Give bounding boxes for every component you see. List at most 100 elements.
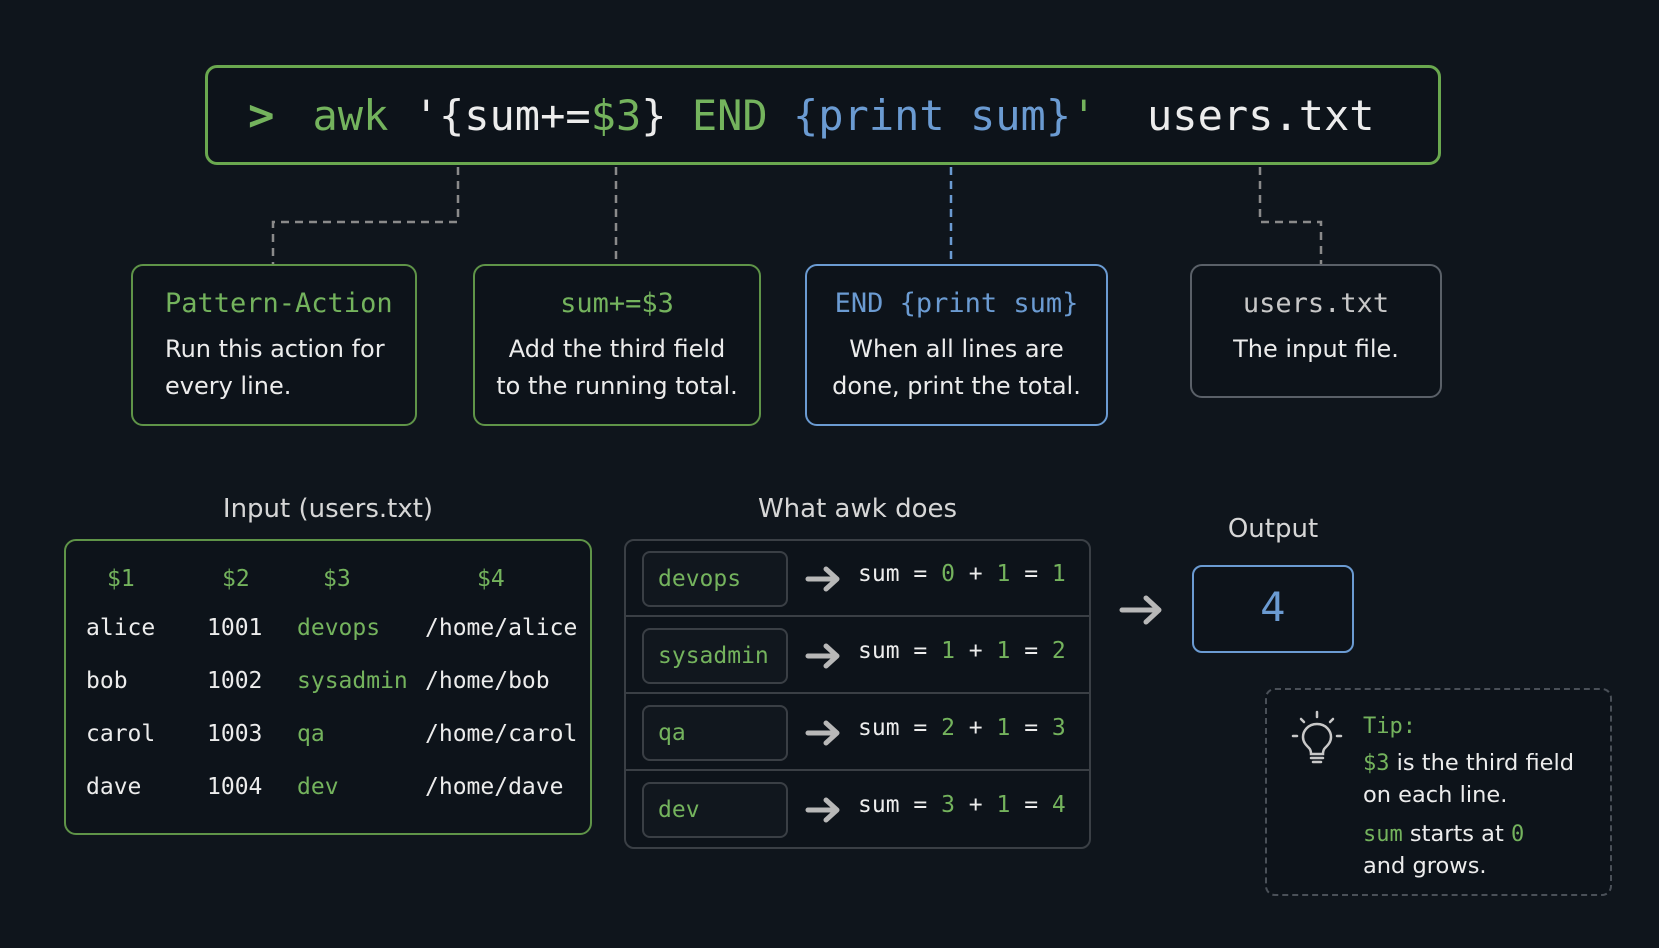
table-cell: 1003: [207, 721, 263, 747]
awk-steps-panel: devops sum = 0 + 1 = 1 sysadmin sum = 1 …: [624, 539, 1091, 849]
field-chip: devops: [642, 551, 788, 607]
tip-box: Tip: $3 is the third field on each line.…: [1265, 688, 1612, 896]
column-header: $2: [222, 566, 250, 592]
table-cell: /home/bob: [425, 668, 550, 694]
expr-operand: 1: [996, 638, 1011, 664]
column-header: $1: [107, 566, 135, 592]
sum-expression: sum = 3 + 1 = 4: [858, 792, 1066, 818]
expr-op: +: [954, 715, 997, 741]
process-section-title: What awk does: [757, 494, 958, 524]
expr-eq: =: [1010, 561, 1052, 587]
field-chip: qa: [642, 705, 788, 761]
annotation-desc: Run this action for every line.: [133, 331, 415, 405]
annotation-pattern-action: Pattern-Action Run this action for every…: [131, 264, 417, 426]
expr-result: 3: [1051, 715, 1066, 741]
sum-expression: sum = 1 + 1 = 2: [858, 638, 1066, 664]
sum-expression: sum = 2 + 1 = 3: [858, 715, 1066, 741]
expr-eq: =: [1010, 638, 1052, 664]
expr-prefix: sum =: [858, 715, 942, 741]
table-cell: alice: [86, 615, 156, 641]
annotation-desc: Add the third field to the running total…: [475, 331, 759, 405]
cmd-part-quote: ': [1071, 90, 1097, 140]
annotation-desc-line: done, print the total.: [832, 372, 1081, 400]
tip-text: and grows.: [1363, 853, 1487, 879]
annotation-title: users.txt: [1242, 288, 1390, 319]
cmd-part-close: }: [641, 90, 692, 140]
expr-result: 2: [1051, 638, 1066, 664]
output-section-title: Output: [1227, 514, 1319, 544]
annotation-title: Pattern-Action: [165, 288, 393, 319]
cmd-part-end: END: [691, 90, 793, 140]
input-table: $1 $2 $3 $4 alice 1001 devops /home/alic…: [64, 539, 592, 835]
table-cell: qa: [297, 721, 325, 747]
arrow-right-icon: [805, 566, 840, 592]
step-row: devops sum = 0 + 1 = 1: [626, 541, 1089, 617]
annotation-end: END {print sum} When all lines are done,…: [805, 264, 1108, 426]
cmd-part-open: '{sum+=: [413, 90, 591, 140]
cmd-part-print: {print sum}: [792, 90, 1072, 140]
field-chip: sysadmin: [642, 628, 788, 684]
table-cell: bob: [86, 668, 128, 694]
annotation-desc: The input file.: [1192, 331, 1440, 368]
annotation-desc-line: When all lines are: [849, 335, 1064, 363]
arrow-right-icon: [805, 643, 840, 669]
prompt-icon: >: [248, 89, 275, 141]
table-cell: 1004: [207, 774, 263, 800]
table-cell: dave: [86, 774, 142, 800]
expr-prefix: sum =: [858, 792, 942, 818]
tip-text: on each line.: [1363, 782, 1508, 808]
cmd-part-file: users.txt: [1096, 90, 1375, 140]
expr-prefix: sum =: [858, 561, 942, 587]
table-cell: devops: [297, 615, 381, 641]
annotation-title: sum+=$3: [560, 288, 674, 319]
expr-eq: =: [1010, 715, 1052, 741]
annotation-desc-line: every line.: [165, 372, 292, 400]
expr-op: +: [954, 792, 997, 818]
table-cell: 1001: [207, 615, 263, 641]
table-cell: /home/dave: [425, 774, 564, 800]
step-row: dev sum = 3 + 1 = 4: [626, 772, 1089, 847]
table-cell: dev: [297, 774, 339, 800]
tip-text: starts at: [1402, 821, 1511, 847]
expr-operand: 1: [941, 638, 955, 664]
expr-operand: 0: [941, 561, 955, 587]
expr-eq: =: [1010, 792, 1052, 818]
tip-code: 0: [1510, 822, 1525, 847]
lightbulb-icon: [1291, 710, 1343, 764]
tip-text: is the third field: [1389, 750, 1575, 776]
step-row: sysadmin sum = 1 + 1 = 2: [626, 618, 1089, 694]
tip-title: Tip:: [1363, 714, 1416, 739]
awk-command-bar: > awk '{sum+=$3} END {print sum}' users.…: [205, 65, 1441, 165]
annotation-sum: sum+=$3 Add the third field to the runni…: [473, 264, 761, 426]
column-header: $4: [477, 566, 505, 592]
table-cell: carol: [86, 721, 156, 747]
expr-operand: 3: [941, 792, 955, 818]
table-cell: /home/carol: [425, 721, 578, 747]
field-chip: dev: [642, 782, 788, 838]
annotation-desc-line: Run this action for: [165, 335, 385, 363]
annotation-desc-line: The input file.: [1233, 335, 1399, 363]
expr-operand: 2: [941, 715, 955, 741]
expr-operand: 1: [996, 792, 1011, 818]
connector-file: [1258, 167, 1323, 265]
annotation-desc-line: Add the third field: [508, 335, 726, 363]
sum-expression: sum = 0 + 1 = 1: [858, 561, 1066, 587]
connector-pattern-action: [271, 167, 460, 265]
cmd-part-awk: awk: [312, 90, 414, 140]
step-row: qa sum = 2 + 1 = 3: [626, 695, 1089, 771]
expr-result: 4: [1051, 792, 1066, 818]
expr-op: +: [954, 638, 997, 664]
tip-line: sum starts at 0: [1363, 821, 1524, 847]
tip-line: $3 is the third field: [1363, 750, 1574, 776]
annotation-title: END {print sum}: [834, 288, 1079, 319]
tip-line: on each line.: [1363, 782, 1507, 808]
expr-prefix: sum =: [858, 638, 942, 664]
arrow-right-icon: [805, 720, 840, 746]
tip-code: sum: [1363, 822, 1403, 847]
column-header: $3: [323, 566, 351, 592]
expr-op: +: [954, 561, 997, 587]
table-cell: /home/alice: [425, 615, 578, 641]
input-section-title: Input (users.txt): [222, 494, 434, 524]
tip-line: and grows.: [1363, 853, 1487, 879]
